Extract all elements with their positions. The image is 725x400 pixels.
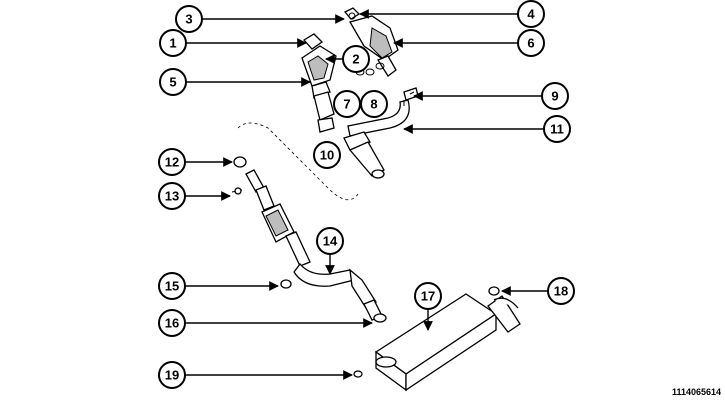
- svg-text:16: 16: [165, 316, 179, 331]
- muffler: [374, 293, 521, 392]
- exhaust-parts: [231, 7, 521, 392]
- frame-outline: [237, 122, 359, 201]
- callout-8: 8: [360, 90, 388, 118]
- svg-text:18: 18: [554, 284, 568, 299]
- svg-text:17: 17: [421, 289, 435, 304]
- callout-10: 10: [313, 141, 341, 169]
- callout-7: 7: [333, 90, 361, 118]
- callout-13: 13: [158, 182, 186, 210]
- svg-text:5: 5: [169, 75, 176, 90]
- callout-11: 11: [543, 115, 571, 143]
- svg-text:7: 7: [343, 97, 350, 112]
- svg-text:14: 14: [323, 234, 338, 249]
- callout-5: 5: [159, 68, 187, 96]
- callout-18: 18: [547, 277, 575, 305]
- callout-14: 14: [316, 227, 344, 255]
- svg-text:1: 1: [169, 36, 176, 51]
- callout-9: 9: [541, 82, 569, 110]
- callouts: 1 2 3 4 5 6 7 8 9 10 11 12 13 14 15 16 1…: [158, 0, 575, 389]
- catalytic-converter-right: [343, 7, 399, 77]
- figure-reference-number: 1114065614: [671, 387, 721, 397]
- callout-2: 2: [342, 45, 370, 73]
- svg-text:19: 19: [165, 368, 179, 383]
- callout-6: 6: [517, 29, 545, 57]
- svg-text:4: 4: [527, 7, 535, 22]
- callout-12: 12: [158, 148, 186, 176]
- svg-text:3: 3: [185, 12, 192, 27]
- svg-text:10: 10: [320, 148, 334, 163]
- svg-text:6: 6: [527, 36, 534, 51]
- callout-19: 19: [158, 361, 186, 389]
- svg-text:13: 13: [165, 189, 179, 204]
- svg-text:8: 8: [370, 97, 377, 112]
- catalytic-converter-left: [301, 33, 337, 133]
- svg-text:15: 15: [165, 279, 179, 294]
- callout-4: 4: [517, 0, 545, 28]
- leader-lines: [185, 9, 548, 380]
- svg-text:9: 9: [551, 89, 558, 104]
- callout-1: 1: [159, 29, 187, 57]
- callout-17: 17: [414, 282, 442, 310]
- callout-3: 3: [175, 5, 203, 33]
- callout-16: 16: [158, 309, 186, 337]
- callout-15: 15: [158, 272, 186, 300]
- intermediate-pipe: [245, 169, 383, 321]
- svg-text:11: 11: [550, 122, 564, 137]
- svg-text:12: 12: [165, 155, 179, 170]
- svg-text:2: 2: [352, 52, 359, 67]
